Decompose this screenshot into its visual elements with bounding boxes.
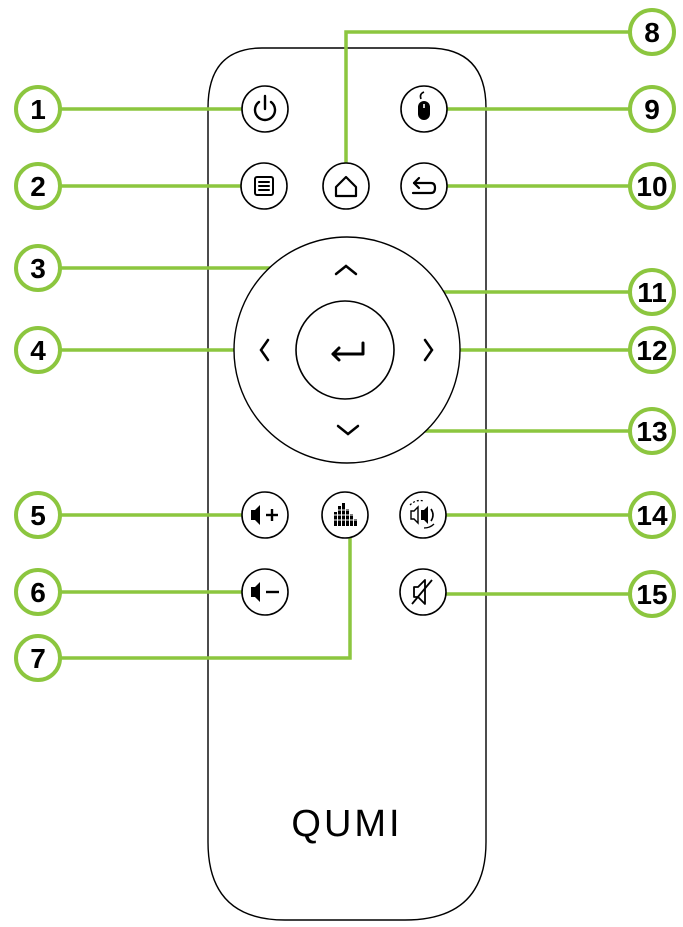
home-button[interactable]: [322, 162, 370, 210]
back-button[interactable]: [400, 162, 448, 210]
callout-circle: [628, 85, 676, 133]
callout-circle: [628, 491, 676, 539]
callout-circle: [628, 268, 676, 316]
leader-line-8: [344, 30, 630, 176]
callout-number: 14: [636, 500, 668, 531]
mouse-button[interactable]: [400, 85, 448, 133]
callout-6: 6: [14, 568, 62, 616]
callout-9: 9: [628, 85, 676, 133]
equalizer-icon: [333, 503, 358, 526]
callout-circle: [14, 568, 62, 616]
callout-circle: [14, 244, 62, 292]
callout-circle: [628, 570, 676, 618]
audio-mode-icon: [409, 499, 435, 529]
callout-circle: [628, 407, 676, 455]
callout-3: 3: [14, 244, 62, 292]
enter-button[interactable]: [295, 300, 395, 400]
mouse-icon: [418, 91, 430, 120]
mute-button[interactable]: [399, 568, 447, 616]
callout-4: 4: [14, 326, 62, 374]
callout-13: 13: [628, 407, 676, 455]
enter-icon: [331, 341, 365, 362]
leader-line-7: [60, 534, 352, 660]
callout-number: 10: [636, 171, 667, 202]
callout-number: 6: [30, 577, 46, 608]
volume-down-icon: [251, 582, 279, 602]
menu-button[interactable]: [240, 162, 288, 210]
volume-up-button[interactable]: [241, 491, 289, 539]
mute-icon: [411, 579, 433, 605]
callout-circle: [628, 8, 676, 56]
callout-circle: [14, 491, 62, 539]
callout-number: 13: [636, 416, 667, 447]
callout-circle: [14, 634, 62, 682]
callout-number: 5: [30, 500, 46, 531]
callout-10: 10: [628, 162, 676, 210]
callout-number: 11: [637, 277, 667, 308]
callout-number: 4: [30, 335, 46, 366]
callout-5: 5: [14, 491, 62, 539]
home-icon: [334, 175, 358, 198]
callout-8: 8: [628, 8, 676, 56]
callout-number: 7: [30, 643, 46, 674]
callout-circle: [14, 162, 62, 210]
callout-11: 11: [628, 268, 676, 316]
equalizer-button[interactable]: [321, 491, 369, 539]
callout-number: 1: [30, 94, 46, 125]
down-arrow-icon[interactable]: [336, 424, 360, 436]
callout-7: 7: [14, 634, 62, 682]
back-icon: [411, 176, 437, 195]
callout-15: 15: [628, 570, 676, 618]
callout-14: 14: [628, 491, 676, 539]
left-arrow-icon[interactable]: [259, 338, 270, 362]
callout-2: 2: [14, 162, 62, 210]
audio-mode-button[interactable]: [399, 491, 447, 539]
power-icon: [253, 94, 277, 122]
right-arrow-icon[interactable]: [423, 338, 434, 362]
callout-circle: [14, 326, 62, 374]
callout-number: 12: [636, 335, 667, 366]
callout-number: 15: [636, 579, 667, 610]
callout-number: 3: [30, 253, 46, 284]
callout-1: 1: [14, 85, 62, 133]
up-arrow-icon[interactable]: [334, 264, 358, 276]
callout-number: 2: [30, 171, 46, 202]
callout-circle: [628, 326, 676, 374]
volume-up-icon: [251, 505, 278, 525]
brand-logo: QUMI: [291, 803, 402, 845]
callout-number: 9: [644, 94, 660, 125]
callout-circle: [628, 162, 676, 210]
menu-icon: [254, 176, 274, 196]
callout-12: 12: [628, 326, 676, 374]
power-button[interactable]: [241, 85, 289, 133]
volume-down-button[interactable]: [241, 568, 289, 616]
callout-number: 8: [644, 17, 660, 48]
callout-circle: [14, 85, 62, 133]
